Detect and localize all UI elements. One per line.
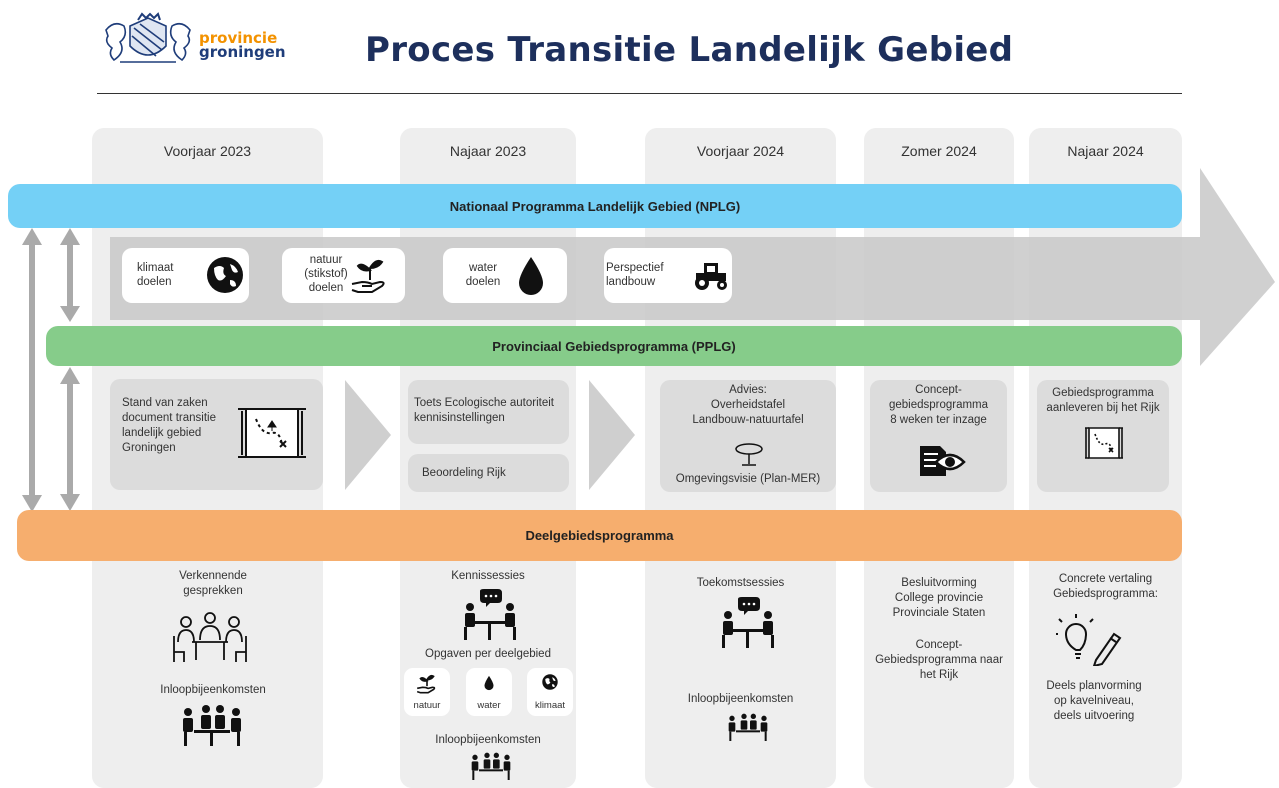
column-header-5: Najaar 2024 bbox=[1067, 143, 1144, 159]
water-drop-icon bbox=[519, 257, 543, 295]
plant-hand-icon bbox=[351, 259, 385, 293]
table-icon bbox=[735, 443, 763, 466]
idea-pencil-icon bbox=[1056, 614, 1122, 666]
mini-tile-natuur: natuur bbox=[404, 668, 450, 716]
goal-tile-water: water doelen bbox=[443, 248, 567, 303]
goal-label-water: water doelen bbox=[465, 262, 501, 288]
deel-text-deels: Deels planvorming op kavelniveau, deels … bbox=[1046, 680, 1142, 722]
deel-text-verkennende: Verkennende gesprekken bbox=[179, 570, 247, 597]
discussion-icon bbox=[464, 589, 516, 640]
pplg-box-toets: Toets Ecologische autoriteit kennisinste… bbox=[408, 380, 569, 444]
meeting-table-icon bbox=[173, 612, 247, 662]
pplg-box-aanleveren: Gebiedsprogramma aanleveren bij het Rijk bbox=[1037, 380, 1169, 492]
column-header-3: Voorjaar 2024 bbox=[696, 143, 785, 159]
column-header-2: Najaar 2023 bbox=[449, 143, 527, 159]
deel-band: Deelgebiedsprogramma bbox=[17, 510, 1182, 561]
pplg-band: Provinciaal Gebiedsprogramma (PPLG) bbox=[46, 326, 1182, 366]
globe-icon bbox=[207, 257, 243, 293]
page-title: Proces Transitie Landelijk Gebied bbox=[365, 30, 1014, 70]
pplg-box-beoordeling: Beoordeling Rijk bbox=[408, 454, 569, 492]
mini-label-natuur: natuur bbox=[413, 700, 441, 711]
pplg-box-stand-van-zaken: Stand van zaken document transitie lande… bbox=[110, 379, 323, 490]
deel-text-opgaven: Opgaven per deelgebied bbox=[425, 648, 551, 660]
mini-label-klimaat: klimaat bbox=[534, 700, 566, 711]
goal-tile-klimaat: klimaat doelen bbox=[122, 248, 249, 303]
deel-text-kennissessies: Kennissessies bbox=[451, 570, 525, 582]
deel-text-toekomst: Toekomstsessies bbox=[696, 577, 785, 589]
goal-tile-natuur: natuur (stikstof) doelen bbox=[282, 248, 405, 303]
deel-text-concept-rijk: Concept- Gebiedsprogramma naar het Rijk bbox=[875, 639, 1003, 681]
pplg-box-advies: Advies: Overheidstafel Landbouw-natuurta… bbox=[660, 380, 836, 492]
mini-label-water: water bbox=[477, 700, 501, 711]
pplg-band-label: Provinciaal Gebiedsprogramma (PPLG) bbox=[492, 338, 736, 354]
chevron-arrow-1 bbox=[345, 380, 391, 490]
presentation-group-icon-3 bbox=[728, 713, 768, 741]
pplg-text-aanleveren: Gebiedsprogramma aanleveren bij het Rijk bbox=[1046, 387, 1160, 414]
mini-tile-klimaat: klimaat bbox=[527, 668, 573, 716]
deel-text-concrete: Concrete vertaling Gebiedsprogramma: bbox=[1053, 573, 1158, 600]
nplg-band-label: Nationaal Programma Landelijk Gebied (NP… bbox=[449, 198, 741, 214]
goal-label-landbouw: Perspectief landbouw bbox=[606, 262, 664, 288]
column-header-1: Voorjaar 2023 bbox=[163, 143, 252, 159]
water-drop-icon-small bbox=[484, 675, 494, 691]
deel-band-label: Deelgebiedsprogramma bbox=[525, 528, 674, 543]
goal-tile-landbouw: Perspectief landbouw bbox=[604, 248, 732, 303]
chevron-arrow-2 bbox=[589, 380, 635, 490]
pplg-text-toets: Toets Ecologische autoriteit kennisinste… bbox=[414, 397, 554, 424]
pplg-text-beoordeling: Beoordeling Rijk bbox=[422, 467, 506, 479]
mini-tile-water: water bbox=[466, 668, 512, 716]
map-icon bbox=[238, 408, 306, 458]
goal-label-klimaat: klimaat doelen bbox=[137, 262, 174, 288]
deel-text-inloop-2: Inloopbijeenkomsten bbox=[435, 734, 541, 746]
map-icon-small bbox=[1085, 427, 1123, 459]
presentation-group-icon bbox=[183, 705, 241, 746]
province-logo bbox=[100, 12, 196, 68]
pplg-text-omgevingsvisie: Omgevingsvisie (Plan-MER) bbox=[675, 473, 821, 485]
logo-line-1: provincie bbox=[199, 29, 278, 47]
logo-wordmark: provincie groningen bbox=[199, 29, 286, 61]
pplg-box-concept: Concept- gebiedsprogramma 8 weken ter in… bbox=[870, 380, 1007, 492]
logo-line-2: groningen bbox=[199, 43, 286, 61]
presentation-group-icon-2 bbox=[471, 752, 511, 780]
document-eye-icon bbox=[920, 446, 966, 476]
deel-text-besluitvorming: Besluitvorming College provincie Provinc… bbox=[892, 577, 986, 619]
column-header-4: Zomer 2024 bbox=[901, 143, 977, 159]
title-divider bbox=[97, 93, 1182, 94]
pplg-text-concept: Concept- gebiedsprogramma 8 weken ter in… bbox=[888, 384, 989, 426]
tractor-icon bbox=[695, 263, 727, 290]
discussion-icon-2 bbox=[722, 597, 774, 648]
deel-text-inloop-1: Inloopbijeenkomsten bbox=[160, 684, 266, 696]
pplg-text-stand-van-zaken: Stand van zaken document transitie lande… bbox=[122, 397, 216, 454]
deel-text-inloop-3: Inloopbijeenkomsten bbox=[687, 693, 794, 705]
globe-icon-small bbox=[542, 674, 558, 690]
pplg-text-advies: Advies: Overheidstafel Landbouw-natuurta… bbox=[692, 384, 804, 426]
nplg-band: Nationaal Programma Landelijk Gebied (NP… bbox=[8, 184, 1182, 228]
double-arrows bbox=[22, 228, 80, 512]
plant-hand-icon-small bbox=[416, 674, 436, 694]
goal-label-natuur: natuur (stikstof) doelen bbox=[304, 254, 348, 294]
